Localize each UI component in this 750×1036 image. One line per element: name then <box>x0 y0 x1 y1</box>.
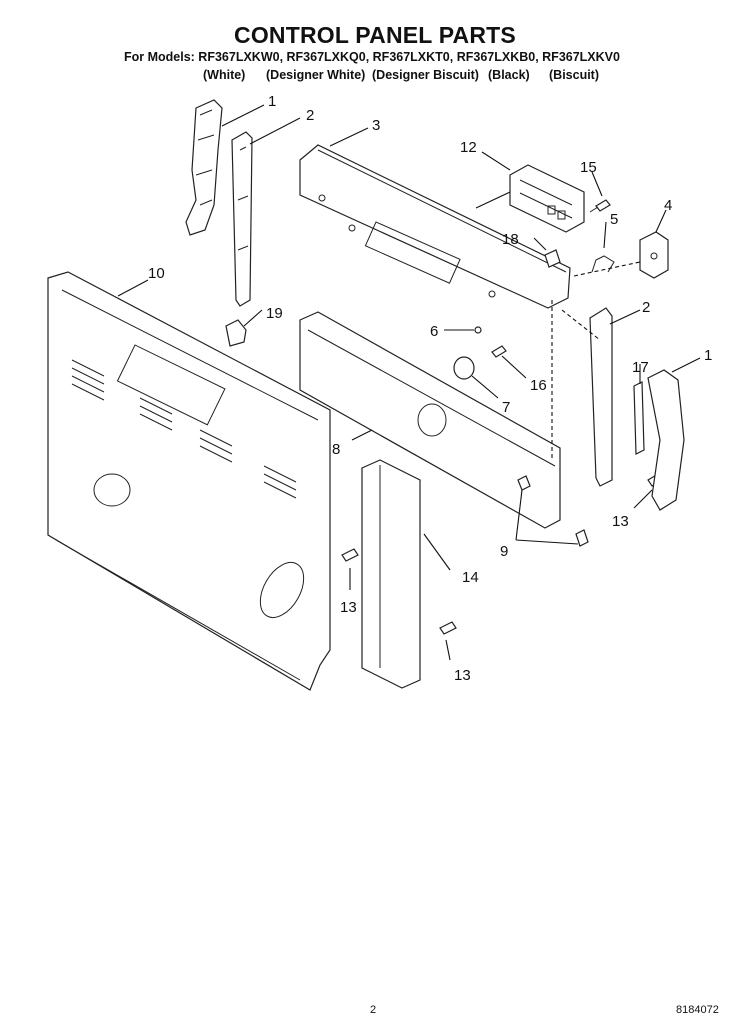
callout-14: 14 <box>462 569 479 586</box>
callout-16: 16 <box>530 377 547 394</box>
part-14-side-strip <box>361 459 421 689</box>
callout-1-right: 1 <box>704 347 712 364</box>
callout-8: 8 <box>332 441 340 458</box>
callout-labels: 1 2 3 4 5 6 7 8 9 10 12 13 13 13 14 15 1… <box>148 93 712 684</box>
callout-15: 15 <box>580 159 597 176</box>
callout-18: 18 <box>502 231 519 248</box>
part-4-switch <box>639 231 669 279</box>
callout-13-bottom: 13 <box>454 667 471 684</box>
page-title: CONTROL PANEL PARTS <box>234 22 516 48</box>
page-number: 2 <box>370 1004 377 1016</box>
callout-10: 10 <box>148 265 165 282</box>
part-15-screw <box>589 199 611 213</box>
color-black: (Black) <box>488 68 530 82</box>
part-17-bracket <box>633 381 645 455</box>
color-white: (White) <box>203 68 246 82</box>
callout-2-right: 2 <box>642 299 650 316</box>
part-9-screws <box>517 475 589 547</box>
part-12-control-module <box>509 164 585 233</box>
part-19-clip <box>225 319 247 347</box>
color-designer-white: (Designer White) <box>266 68 366 82</box>
part-10-rear-panel <box>47 271 331 691</box>
callout-2-left: 2 <box>306 107 314 124</box>
part-7-knob <box>453 356 475 380</box>
models-line: For Models: RF367LXKW0, RF367LXKQ0, RF36… <box>124 50 620 64</box>
callout-13-right: 13 <box>612 513 629 530</box>
part-3-control-panel <box>299 144 571 309</box>
callout-3: 3 <box>372 117 380 134</box>
color-biscuit: (Biscuit) <box>549 68 599 82</box>
callout-17: 17 <box>632 359 649 376</box>
alignment-lines <box>551 261 641 460</box>
callout-1-left: 1 <box>268 93 276 110</box>
callout-5: 5 <box>610 211 618 228</box>
part-8-inner-panel <box>299 311 561 529</box>
leader-lines <box>117 104 701 661</box>
part-1-right-trim <box>647 369 685 511</box>
callout-6: 6 <box>430 323 438 340</box>
color-designer-biscuit: (Designer Biscuit) <box>372 68 479 82</box>
callout-13-center: 13 <box>340 599 357 616</box>
part-2-right-bracket <box>589 307 613 487</box>
callout-7: 7 <box>502 399 510 416</box>
document-number: 8184072 <box>676 1004 719 1016</box>
callout-12: 12 <box>460 139 477 156</box>
part-2-left-bracket <box>231 131 253 307</box>
part-5-wire <box>591 255 615 273</box>
part-16-screw <box>491 345 507 358</box>
part-18-clip <box>544 249 561 268</box>
callout-4: 4 <box>664 197 672 214</box>
part-1-left-trim <box>185 99 223 236</box>
part-6-nut <box>474 326 482 334</box>
callout-9: 9 <box>500 543 508 560</box>
callout-19: 19 <box>266 305 283 322</box>
